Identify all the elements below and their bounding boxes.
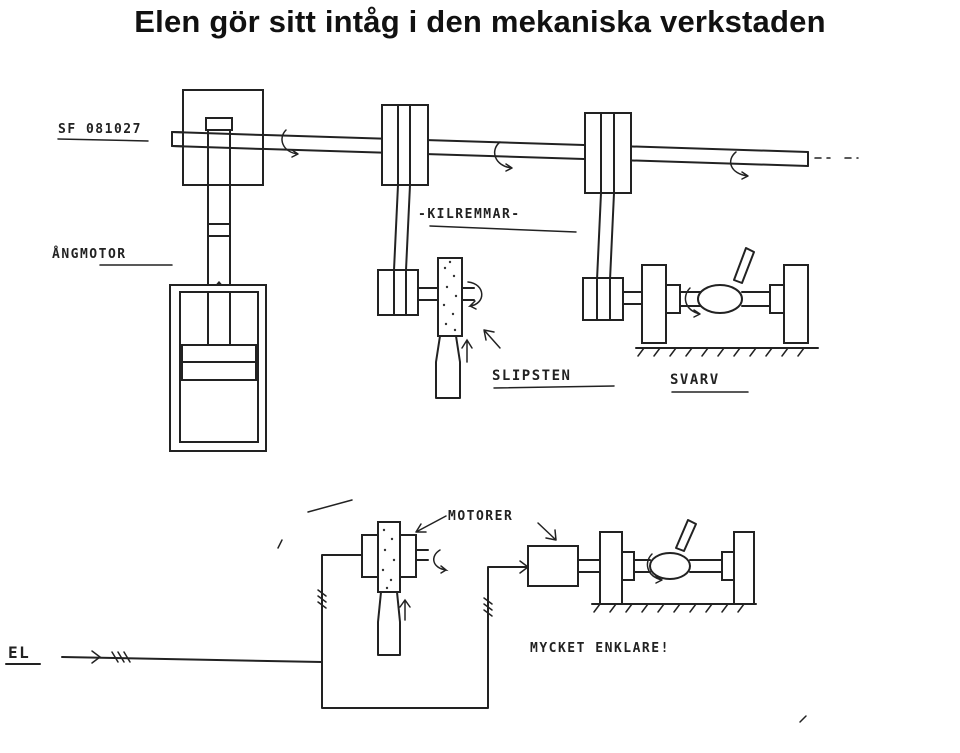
page-title: Elen gör sitt intåg i den mekaniska verk…	[134, 4, 826, 39]
electric-wiring	[61, 548, 530, 709]
electric-grindstone	[361, 521, 449, 656]
grindstone-top: SLIPSTEN	[377, 257, 615, 399]
shaft-pulley-1	[381, 104, 429, 186]
electric-lathe	[527, 519, 757, 613]
steam-motor-label: ÅNGMOTOR	[52, 246, 127, 262]
code-label: SF 081027	[58, 122, 142, 137]
lathe-label: SVARV	[670, 372, 720, 388]
shaft-pulley-2	[584, 112, 632, 194]
grindstone-label: SLIPSTEN	[492, 368, 571, 384]
lathe-top: SVARV	[582, 247, 819, 393]
electric-workshop: EL	[5, 499, 807, 723]
simpler-label: MYCKET ENKLARE!	[530, 641, 670, 656]
v-belts: -KILREMMAR-	[393, 184, 615, 281]
line-shaft	[171, 129, 859, 180]
motors-label: MOTORER	[448, 509, 513, 524]
steam-driven-workshop: SF 081027 ÅNGMOTOR -KILREMMAR-	[52, 89, 859, 452]
electricity-label: EL	[8, 643, 30, 662]
motors-annotation: MOTORER	[415, 509, 557, 541]
steam-engine: SF 081027 ÅNGMOTOR	[52, 89, 267, 452]
v-belts-label: -KILREMMAR-	[418, 207, 521, 222]
